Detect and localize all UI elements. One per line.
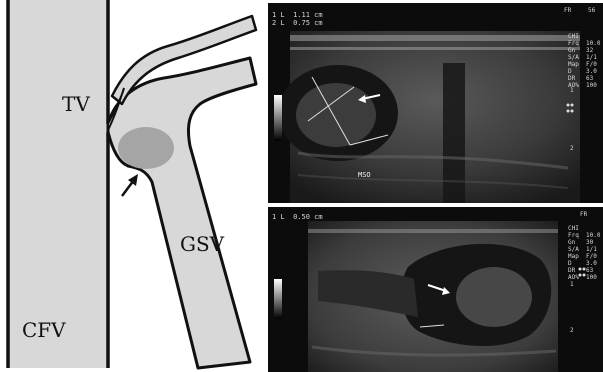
measurement-1-bottom: 1 L 0.50 cm	[272, 213, 323, 221]
settings-top-2: Gn 32	[568, 47, 593, 54]
gsv-vessel	[108, 58, 256, 368]
settings-top-6: DR 63	[568, 75, 593, 82]
settings-bottom-7: AO% 100	[568, 274, 597, 281]
settings-bottom-6: DR 63	[568, 267, 593, 274]
settings-bottom-5: D 3.0	[568, 260, 597, 267]
settings-bottom-1: Frq 10.0	[568, 232, 601, 239]
depth-mark-top-1: 1	[570, 87, 574, 94]
fr-label-top: FR	[564, 7, 571, 14]
settings-top-4: Map F/0	[568, 61, 597, 68]
fr-label-bottom: FR	[580, 211, 587, 218]
depth-mark-top-2: 2	[570, 145, 574, 152]
settings-top-3: S/A 1/1	[568, 54, 597, 61]
measurement-2-top: 2 L 0.75 cm	[272, 19, 323, 27]
ultrasound-bottom-image	[268, 207, 603, 372]
settings-bottom-4: Map F/0	[568, 253, 597, 260]
ultrasound-bottom: 1 L 0.50 cm FR CHI Frq 10.0 Gn 30 S/A 1/…	[268, 207, 603, 372]
settings-top-0: CHI	[568, 33, 579, 40]
depth-mark-bottom-2: 2	[570, 327, 574, 334]
cfv-label: CFV	[22, 318, 66, 342]
cfv-vessel	[8, 0, 108, 368]
settings-top-1: Frq 10.0	[568, 40, 601, 47]
arrow-icon	[122, 174, 138, 196]
settings-bottom-2: Gn 30	[568, 239, 593, 246]
ultrasound-top-image	[268, 3, 603, 203]
thrombus	[118, 127, 174, 169]
measurement-1-top: 1 L 1.11 cm	[272, 11, 323, 19]
settings-bottom-0: CHI	[568, 225, 579, 232]
marker-text: MSO	[358, 171, 371, 179]
settings-top-5: D 3.0	[568, 68, 597, 75]
fr-value-top: 56	[588, 7, 595, 14]
vein-diagram	[0, 0, 270, 372]
tv-label: TV	[62, 92, 90, 116]
depth-mark-bottom-1: 1	[570, 281, 574, 288]
gsv-label: GSV	[180, 232, 224, 256]
settings-bottom-3: S/A 1/1	[568, 246, 597, 253]
ultrasound-top: 1 L 1.11 cm 2 L 0.75 cm FR 56 CHI Frq 10…	[268, 3, 603, 203]
